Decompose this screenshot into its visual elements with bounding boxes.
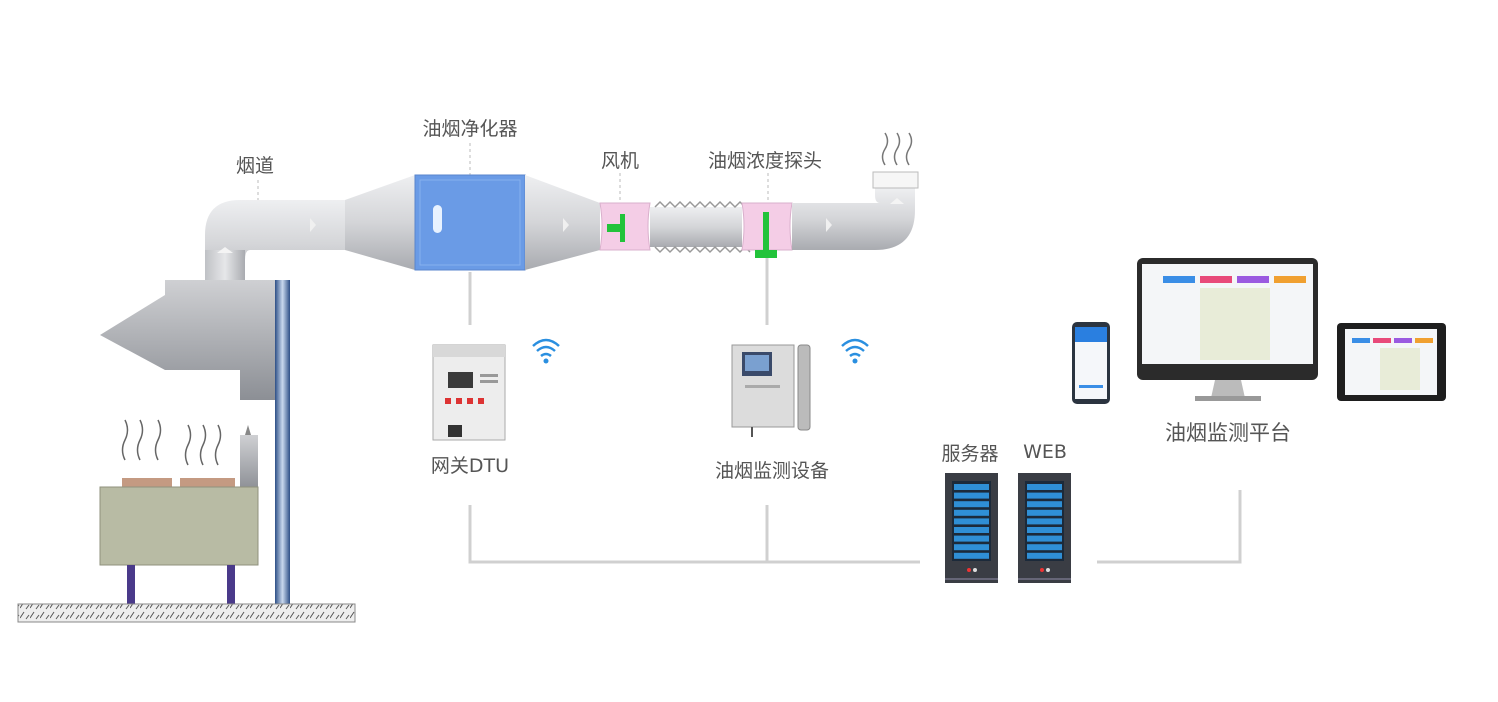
gateway-dtu-device: [432, 344, 506, 441]
chimney-cap: [872, 171, 919, 189]
range-hood: [100, 280, 275, 400]
phone-icon: [1072, 322, 1110, 404]
label-fan: 风机: [601, 150, 639, 172]
monitoring-device: [731, 344, 811, 437]
fan-icon: [607, 214, 625, 242]
bellows: [650, 207, 742, 247]
label-probe: 油烟浓度探头: [708, 150, 822, 172]
network-lines: [468, 490, 1242, 564]
tablet-icon: [1337, 323, 1446, 401]
server-icon: [1018, 473, 1071, 583]
steam-icon: [121, 419, 222, 466]
probe-icon: [763, 212, 769, 252]
stove: [99, 419, 259, 605]
ground: [17, 603, 356, 623]
monitor-icon: [1137, 258, 1318, 401]
label-purifier: 油烟净化器: [422, 118, 517, 140]
support-pole: [275, 280, 290, 605]
label-monitor-device: 油烟监测设备: [715, 460, 829, 482]
label-gateway: 网关DTU: [431, 455, 509, 477]
wifi-icon: [532, 338, 560, 358]
label-web: WEB: [1023, 441, 1067, 463]
label-platform: 油烟监测平台: [1165, 421, 1291, 445]
steam-icon: [881, 132, 913, 166]
label-server: 服务器: [941, 443, 998, 465]
purifier-box: [414, 174, 526, 271]
server-icon: [945, 473, 998, 583]
label-flue: 烟道: [236, 155, 274, 177]
wifi-icon: [841, 338, 869, 358]
